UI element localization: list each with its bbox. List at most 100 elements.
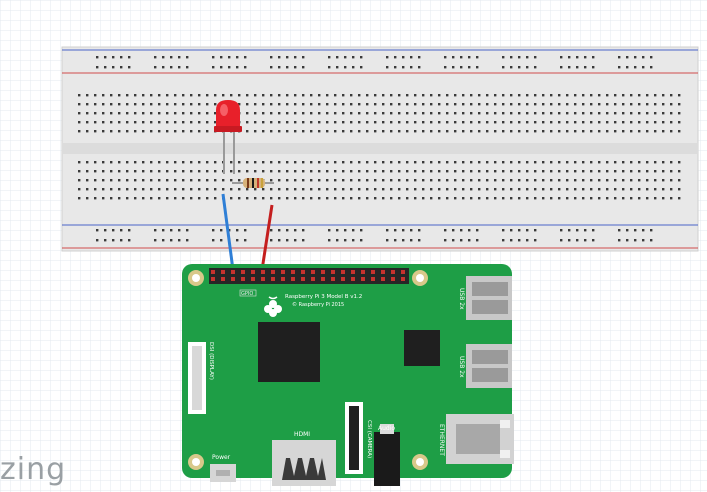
gpio-pin xyxy=(311,277,315,281)
breadboard-hole xyxy=(166,121,169,124)
breadboard-hole xyxy=(182,170,185,173)
breadboard-hole xyxy=(576,229,579,232)
audio-jack[interactable] xyxy=(374,432,400,486)
breadboard-hole xyxy=(78,161,81,164)
breadboard-hole xyxy=(366,170,369,173)
breadboard-hole xyxy=(654,161,657,164)
breadboard-hole xyxy=(590,103,593,106)
breadboard-hole xyxy=(142,188,145,191)
breadboard-hole xyxy=(422,197,425,200)
breadboard-hole xyxy=(618,66,621,69)
breadboard-hole xyxy=(386,229,389,232)
breadboard-hole xyxy=(406,121,409,124)
breadboard-hole xyxy=(294,239,297,242)
breadboard-hole xyxy=(478,121,481,124)
breadboard-hole xyxy=(142,121,145,124)
breadboard-hole xyxy=(278,56,281,59)
breadboard-hole xyxy=(566,197,569,200)
breadboard-hole xyxy=(634,56,637,59)
gpio-header[interactable] xyxy=(209,268,409,284)
breadboard-hole xyxy=(134,188,137,191)
breadboard-hole xyxy=(134,130,137,133)
breadboard-hole xyxy=(110,197,113,200)
breadboard-hole xyxy=(118,94,121,97)
breadboard-hole xyxy=(550,179,553,182)
breadboard-hole xyxy=(318,103,321,106)
breadboard-hole xyxy=(390,197,393,200)
breadboard-hole xyxy=(478,197,481,200)
breadboard-hole xyxy=(158,170,161,173)
gpio-pin xyxy=(271,277,275,281)
breadboard-hole xyxy=(262,112,265,115)
breadboard-hole xyxy=(394,229,397,232)
breadboard-hole xyxy=(326,121,329,124)
breadboard-hole xyxy=(374,121,377,124)
breadboard-hole xyxy=(142,161,145,164)
breadboard-hole xyxy=(462,170,465,173)
breadboard-hole xyxy=(112,56,115,59)
breadboard-hole xyxy=(334,188,337,191)
breadboard-hole xyxy=(510,179,513,182)
breadboard-hole xyxy=(134,161,137,164)
breadboard-hole xyxy=(444,66,447,69)
breadboard-hole xyxy=(214,170,217,173)
breadboard-hole xyxy=(270,121,273,124)
breadboard-hole xyxy=(582,170,585,173)
breadboard-hole xyxy=(110,188,113,191)
raspberry-pi-board[interactable]: GPIO Raspberry Pi 3 Model B v1.2 © Raspb… xyxy=(182,264,514,486)
breadboard-hole xyxy=(598,112,601,115)
breadboard-hole xyxy=(318,179,321,182)
breadboard-hole xyxy=(430,188,433,191)
blue-wire[interactable] xyxy=(221,193,235,271)
breadboard-hole xyxy=(390,161,393,164)
breadboard-hole xyxy=(222,94,225,97)
breadboard-hole xyxy=(254,170,257,173)
breadboard-hole xyxy=(86,103,89,106)
breadboard-hole xyxy=(158,94,161,97)
breadboard-hole xyxy=(478,188,481,191)
breadboard-hole xyxy=(286,188,289,191)
breadboard-hole xyxy=(452,239,455,242)
breadboard-hole xyxy=(598,188,601,191)
breadboard-hole xyxy=(454,188,457,191)
breadboard-hole xyxy=(590,197,593,200)
red-wire[interactable] xyxy=(260,204,274,271)
breadboard-hole xyxy=(150,179,153,182)
power-label: Power xyxy=(212,454,231,461)
breadboard-hole xyxy=(486,103,489,106)
breadboard-hole xyxy=(310,103,313,106)
breadboard-hole xyxy=(270,130,273,133)
breadboard-hole xyxy=(118,112,121,115)
breadboard-hole xyxy=(584,229,587,232)
breadboard-hole xyxy=(650,229,653,232)
breadboard-hole xyxy=(120,66,123,69)
breadboard-hole xyxy=(102,130,105,133)
breadboard[interactable] xyxy=(61,46,699,252)
breadboard-hole xyxy=(96,66,99,69)
brand-text: zing xyxy=(0,452,67,487)
breadboard-hole xyxy=(470,94,473,97)
breadboard-hole xyxy=(526,179,529,182)
breadboard-hole xyxy=(134,121,137,124)
breadboard-hole xyxy=(126,103,129,106)
resistor[interactable] xyxy=(232,178,274,188)
breadboard-hole xyxy=(584,56,587,59)
breadboard-hole xyxy=(406,179,409,182)
breadboard-hole xyxy=(630,161,633,164)
breadboard-hole xyxy=(438,161,441,164)
breadboard-hole xyxy=(182,112,185,115)
red-led[interactable] xyxy=(214,100,242,174)
gpio-pin xyxy=(241,277,245,281)
breadboard-hole xyxy=(302,130,305,133)
breadboard-hole xyxy=(358,103,361,106)
breadboard-hole xyxy=(190,103,193,106)
breadboard-hole xyxy=(214,121,217,124)
breadboard-hole xyxy=(334,112,337,115)
breadboard-hole xyxy=(646,161,649,164)
breadboard-hole xyxy=(96,56,99,59)
breadboard-hole xyxy=(158,103,161,106)
breadboard-hole xyxy=(212,229,215,232)
breadboard-hole xyxy=(662,197,665,200)
breadboard-hole xyxy=(230,94,233,97)
breadboard-hole xyxy=(606,103,609,106)
